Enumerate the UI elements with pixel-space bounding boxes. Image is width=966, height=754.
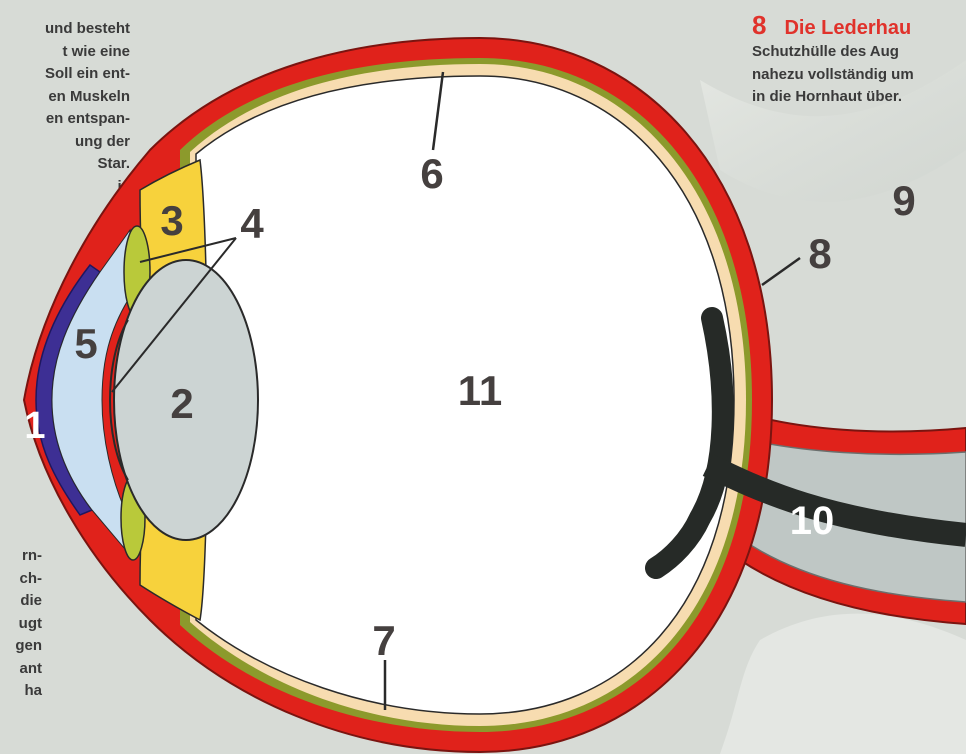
heading-number: 8	[752, 12, 766, 40]
right-heading: 8 Die Lederhau	[752, 12, 966, 41]
label-11: 11	[458, 367, 502, 414]
label-5: 5	[74, 320, 97, 367]
label-9: 9	[892, 177, 915, 224]
label-7: 7	[372, 617, 395, 664]
label-8: 8	[808, 230, 831, 277]
label-1: 1	[24, 405, 45, 447]
leader-line-8	[762, 258, 800, 285]
label-2: 2	[170, 380, 193, 427]
label-4: 4	[240, 200, 264, 247]
label-3: 3	[160, 197, 183, 244]
text-line: in die Hornhaut über.	[752, 86, 966, 109]
background-swoosh	[720, 614, 966, 754]
text-line: nahezu vollständig um	[752, 64, 966, 87]
heading-title: Die Lederhau	[784, 17, 911, 39]
label-10: 10	[790, 499, 835, 543]
right-text-block: 8 Die Lederhau Schutzhülle des Aug nahezu…	[752, 12, 966, 109]
text-line: Schutzhülle des Aug	[752, 41, 966, 64]
label-6: 6	[420, 150, 443, 197]
